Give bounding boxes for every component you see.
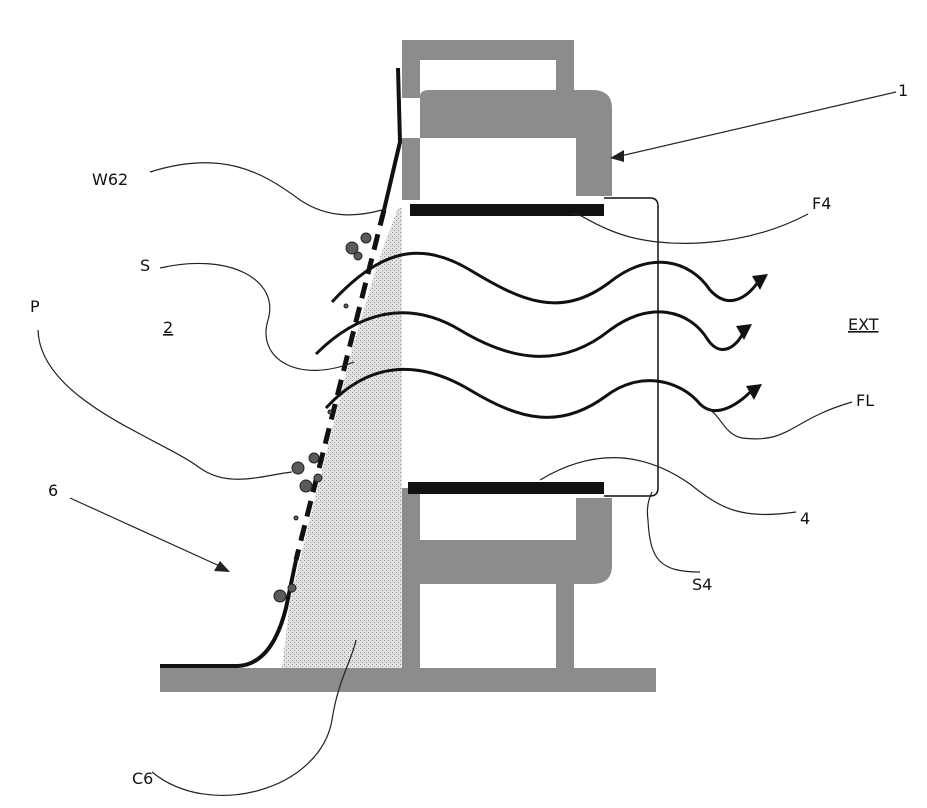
leader-6-arrowhead: [214, 561, 230, 572]
leader-6: [70, 498, 224, 568]
label-s: S: [140, 256, 150, 275]
label-ext: EXT: [848, 315, 879, 334]
housing-bottom-body: [420, 498, 612, 584]
label-1: 1: [898, 81, 908, 100]
leader-1-arrowhead: [610, 150, 624, 162]
housing-top-right-post: [556, 40, 574, 98]
housing-top-left-post: [402, 40, 420, 98]
screen-s4-outline: [604, 198, 658, 496]
leader-w62: [150, 163, 382, 215]
label-6: 6: [48, 481, 58, 500]
leader-p: [38, 330, 292, 479]
leader-1: [612, 92, 896, 158]
label-4: 4: [800, 509, 810, 528]
label-w62: W62: [92, 170, 128, 189]
plate-bottom: [408, 482, 604, 494]
housing-top-cap: [402, 40, 574, 60]
label-2: 2: [163, 318, 173, 337]
fill-layer-c6: [282, 208, 402, 668]
label-p: P: [30, 297, 40, 316]
label-c6: C6: [132, 769, 153, 788]
label-s4: S4: [692, 575, 712, 594]
leader-s: [160, 263, 354, 370]
housing-top-inner: [402, 138, 420, 200]
wall-lower-curve: [160, 560, 296, 666]
wall-w62-upper: [384, 68, 400, 210]
leader-f4: [572, 214, 808, 244]
label-f4: F4: [812, 194, 831, 213]
leader-s4: [647, 492, 700, 572]
housing-top-body: [420, 90, 612, 196]
label-fl: FL: [856, 391, 874, 410]
housing-bottom-right-post: [556, 584, 574, 672]
arrowhead-middle: [736, 324, 752, 340]
housing-bottom-left-post: [402, 512, 420, 672]
